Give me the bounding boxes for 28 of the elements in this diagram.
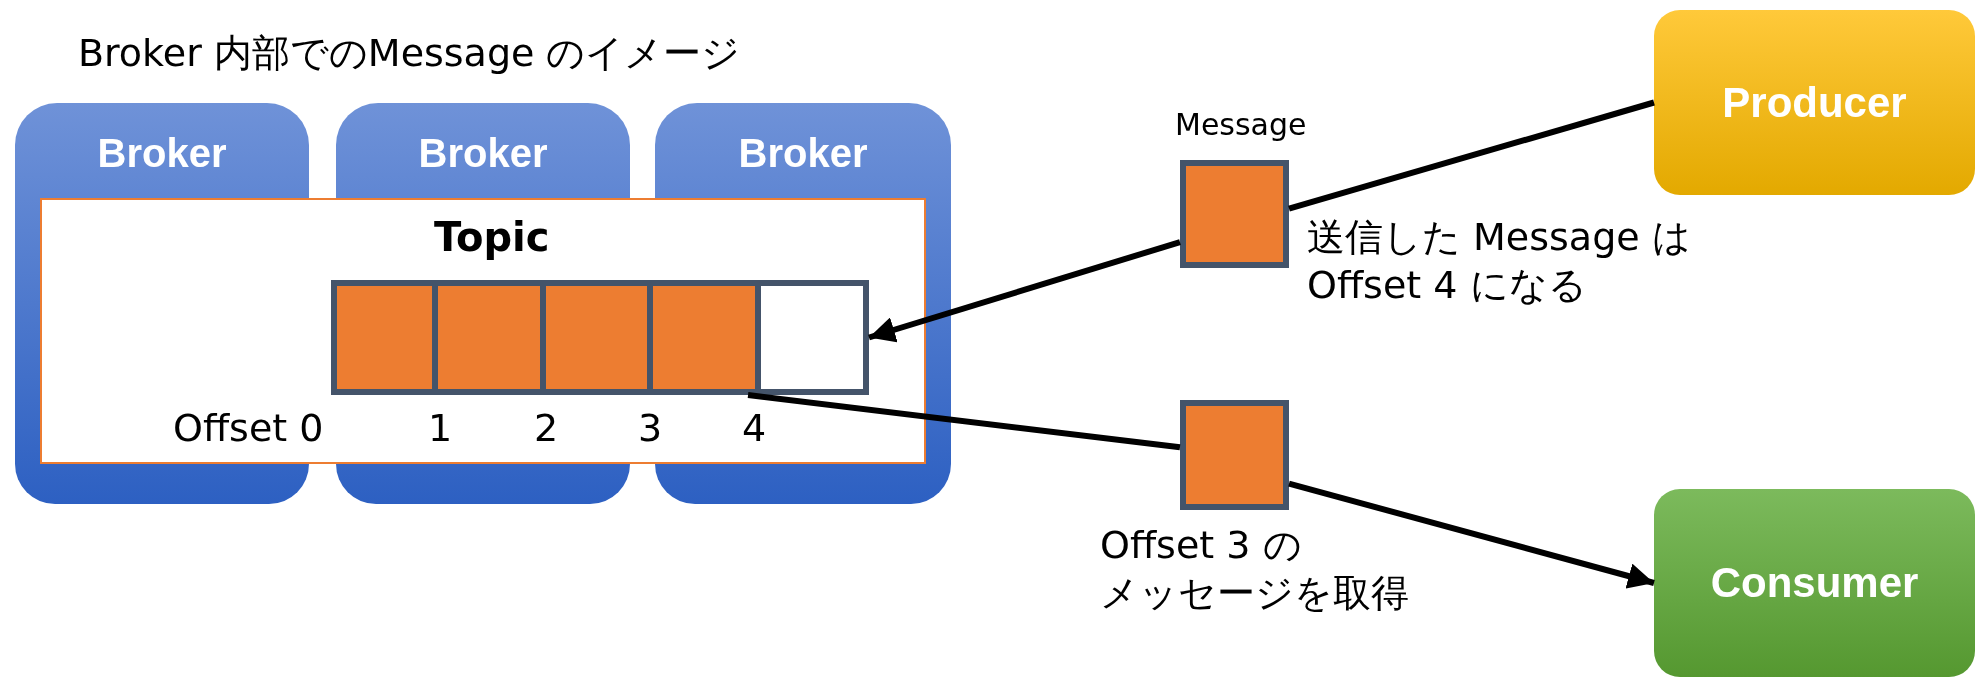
broker-box: Broker: [336, 103, 630, 198]
broker-box: Broker: [15, 103, 309, 198]
message-block: [1180, 160, 1289, 268]
offset-label: Offset 0: [173, 405, 324, 452]
topic-label: Topic: [434, 213, 550, 262]
arrow: [1288, 480, 1655, 589]
message-cell: [331, 280, 438, 395]
consumer-box: Consumer: [1654, 489, 1975, 677]
broker-box: Broker: [655, 103, 951, 198]
topic-box: [40, 198, 926, 464]
title: Broker 内部でのMessage のイメージ: [78, 30, 741, 77]
message-cell: [438, 280, 546, 395]
arrow: [868, 239, 1181, 343]
note-text: 送信した Message は Offset 4 になる: [1307, 214, 1692, 309]
connector-line: [1288, 99, 1655, 212]
message-label: Message: [1175, 106, 1307, 144]
message-cell: [546, 280, 653, 395]
offset-label: 3: [638, 405, 663, 452]
producer-box: Producer: [1654, 10, 1975, 195]
empty-cell: [761, 280, 869, 395]
message-block: [1180, 400, 1289, 510]
offset-label: 4: [742, 405, 767, 452]
note-text: メッセージを取得: [1100, 570, 1409, 617]
note-text: Offset 3 の: [1100, 522, 1302, 569]
offset-label: 2: [534, 405, 559, 452]
message-cell: [653, 280, 761, 395]
offset-label: 1: [428, 405, 453, 452]
connector-line: [747, 392, 1181, 451]
